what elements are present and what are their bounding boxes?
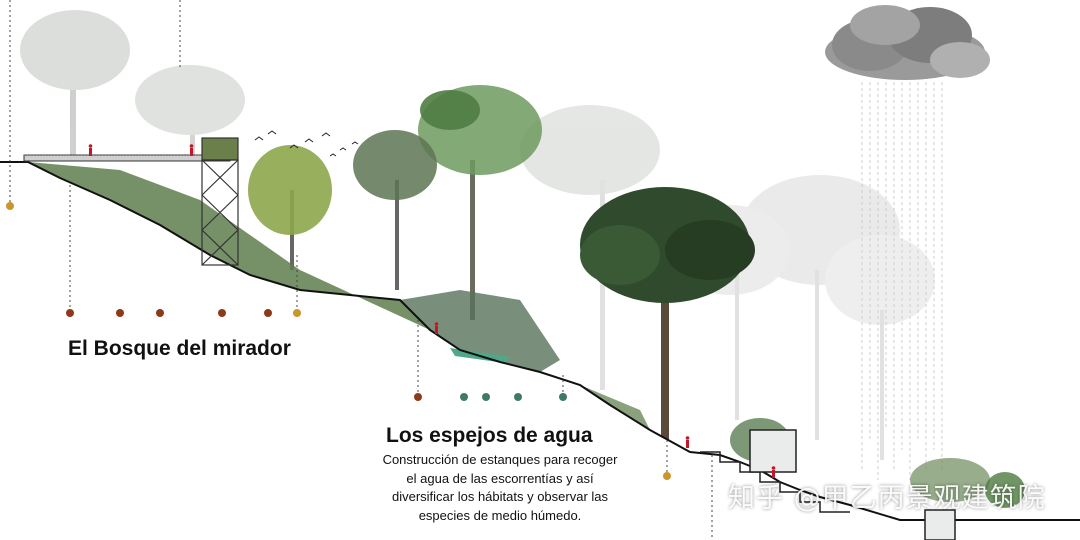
viewing-platform — [23, 154, 231, 162]
terrain-line — [0, 161, 1080, 521]
section-title-mirador: El Bosque del mirador — [68, 337, 291, 360]
terraced-steps — [700, 429, 956, 540]
section-title-espejos: Los espejos de agua — [386, 424, 593, 447]
bird-icon — [254, 130, 359, 157]
description-line: diversificar los hábitats y observar las — [391, 489, 609, 504]
watermark: 知乎 @甲乙丙景观建筑院 — [728, 483, 1046, 514]
understory-vegetation — [28, 162, 1025, 508]
midground-trees — [248, 85, 542, 320]
person-icon — [88, 144, 776, 478]
rain-icon — [861, 82, 943, 480]
section-description-espejos: Construcción de estanques para recoger e… — [350, 451, 650, 525]
tower-icon — [201, 137, 239, 266]
description-line: Construcción de estanques para recoger — [382, 452, 618, 467]
description-line: el agua de las escorrentías y así — [406, 470, 594, 486]
description-line: especies de medio húmedo. — [418, 507, 582, 523]
terrain-fill — [0, 162, 1080, 540]
large-tree — [580, 187, 755, 440]
leader-lines — [9, 0, 713, 540]
cloud-icon — [825, 5, 990, 80]
markers — [6, 202, 671, 480]
